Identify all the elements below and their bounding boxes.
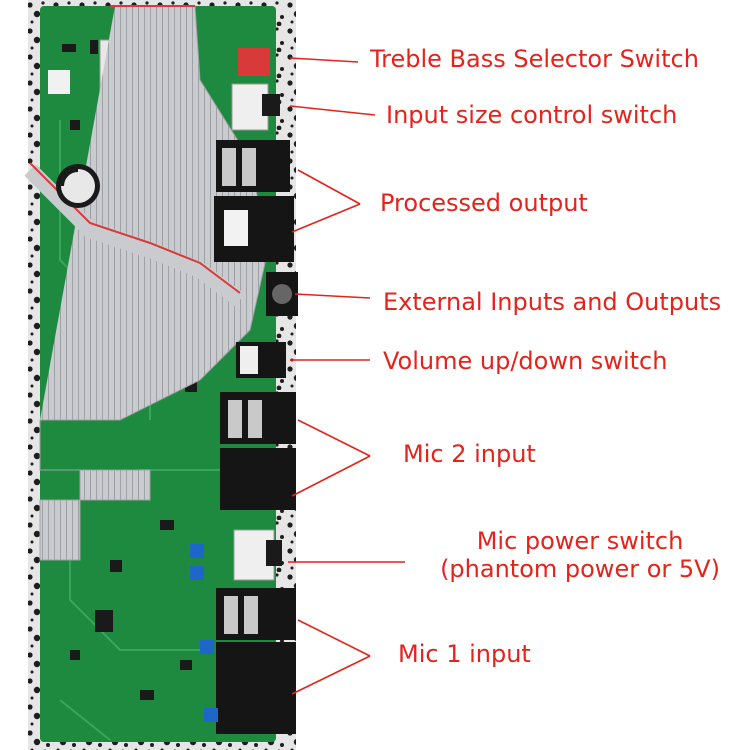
quarter-inch-jack <box>216 140 290 192</box>
treble-bass-switch <box>238 48 270 76</box>
callout-mic1: Mic 1 input <box>398 640 531 668</box>
callout-mic-power-line1: Mic power switch <box>476 527 684 555</box>
mic2-xlr <box>220 448 296 510</box>
electrolytic-capacitor <box>56 164 100 208</box>
callout-volume: Volume up/down switch <box>383 347 668 375</box>
xlr-connector <box>214 196 294 262</box>
callout-external-io: External Inputs and Outputs <box>383 288 722 316</box>
mic1-xlr <box>216 642 296 734</box>
callout-treble-bass: Treble Bass Selector Switch <box>370 45 699 73</box>
input-size-switch <box>231 83 269 131</box>
callout-processed-output: Processed output <box>380 189 588 217</box>
callout-mic2: Mic 2 input <box>403 440 536 468</box>
mic2-jack <box>220 392 296 444</box>
mic1-jack <box>216 588 296 640</box>
callout-mic-power: Mic power switch (phantom power or 5V) <box>412 527 748 583</box>
callout-input-size: Input size control switch <box>386 101 678 129</box>
leader-lines <box>288 57 405 695</box>
callout-mic-power-line2: (phantom power or 5V) <box>440 555 720 583</box>
